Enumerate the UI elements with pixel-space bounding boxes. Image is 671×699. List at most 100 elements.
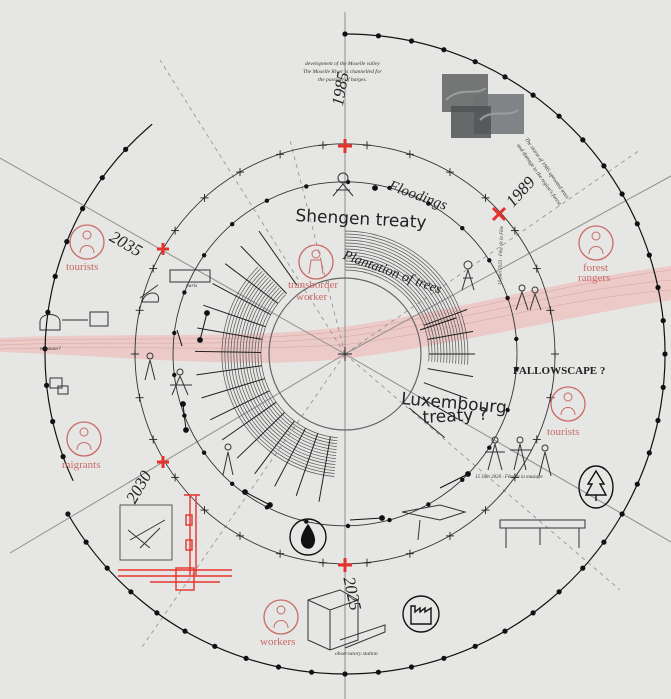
actor-tourists-right: tourists (547, 426, 579, 438)
ring-dot (202, 253, 206, 257)
actor-migrants: migrants (62, 459, 101, 471)
ring-dot (172, 331, 176, 335)
factory-icon (403, 596, 439, 632)
ring-dot (304, 184, 308, 188)
ring-dot (409, 38, 414, 43)
moselle-note-line2: The Moselle River is channelled for (303, 69, 382, 76)
festival-note: 15 Juin 2020 · Fête de la musique (475, 474, 543, 481)
hatch-arc (261, 295, 338, 438)
ring-dot (309, 670, 314, 675)
ring-dot (387, 518, 391, 522)
fallowscape-label: FALLOWSCAPE ? (513, 365, 605, 377)
ring-dot (514, 337, 518, 341)
ring-dot (202, 451, 206, 455)
ring-dot (230, 222, 234, 226)
storm-photos (442, 74, 524, 138)
ring-dot (276, 664, 281, 669)
ring-dot (655, 285, 660, 290)
ring-dot (441, 47, 446, 52)
pine-tree-icon (579, 466, 613, 508)
ring-dot (460, 478, 464, 482)
marker-2025 (338, 558, 352, 572)
tourists-right-icon (551, 387, 585, 421)
ring-dot (635, 221, 640, 226)
spoke (225, 264, 278, 304)
ring-dot (154, 610, 159, 615)
ring-dot (441, 656, 446, 661)
ring-dot (172, 373, 176, 377)
migrants-icon (67, 422, 101, 456)
actor-forest-line2: rangers (578, 272, 610, 284)
ring-dot (487, 258, 491, 262)
ring-dot (244, 656, 249, 661)
spoke (203, 305, 265, 327)
ring-dot (376, 670, 381, 675)
ring-dot (304, 519, 308, 523)
ring-dot (230, 482, 234, 486)
ring-dot (473, 59, 478, 64)
ring-dot (265, 199, 269, 203)
hatch-arc (252, 288, 337, 446)
ring-dot (557, 114, 562, 119)
ring-dot (342, 671, 347, 676)
ring-dot (635, 482, 640, 487)
ring-dot (647, 253, 652, 258)
ring-dot (426, 502, 430, 506)
ring-dot (346, 524, 350, 528)
actor-workers: workers (260, 636, 295, 648)
actor-transborder-line1: transborder (288, 279, 338, 291)
actor-transborder-line2: worker (296, 291, 327, 303)
moselle-note-line3: the passage of barges. (318, 77, 367, 84)
forest-rangers-icon (579, 226, 613, 260)
ring-dot (212, 644, 217, 649)
museum-note: museum? (40, 346, 61, 353)
marker-1985 (338, 139, 352, 153)
lock-infrastructure-drawing (118, 495, 232, 590)
ring-dot (487, 446, 491, 450)
water-drop-icon (290, 519, 326, 555)
ring-dot (620, 191, 625, 196)
ring-dot (601, 163, 606, 168)
central-spokes (195, 231, 475, 502)
spoke (213, 284, 271, 315)
left-outer-ring (45, 124, 152, 481)
ring-dot (531, 93, 536, 98)
workers-icon (264, 600, 298, 634)
ring-dot (620, 511, 625, 516)
ring-dot (502, 629, 507, 634)
moselle-note-line1: development of the Moselle valley (305, 61, 380, 68)
spoke (296, 433, 318, 495)
ring-dot (84, 540, 89, 545)
ring-dot (342, 31, 347, 36)
ring-dot (655, 418, 660, 423)
ring-dot (601, 540, 606, 545)
ring-dot (460, 226, 464, 230)
ring-dot (662, 351, 667, 356)
ring-dot (128, 589, 133, 594)
ring-dot (661, 318, 666, 323)
spoke (197, 366, 262, 375)
ring-dot (505, 296, 509, 300)
spoke (241, 246, 287, 294)
ring-dot (473, 644, 478, 649)
photo-frame (120, 505, 172, 560)
spoke (275, 428, 306, 486)
ring-dot (661, 385, 666, 390)
tourists-left-icon (70, 225, 104, 259)
ring-dot (65, 511, 70, 516)
ring-dot (376, 33, 381, 38)
ring-dot (557, 589, 562, 594)
ring-dot (409, 664, 414, 669)
observatory-note: observatory station (335, 651, 378, 658)
ring-dot (182, 290, 186, 294)
paris-note: paris (186, 283, 197, 290)
spoke (428, 369, 473, 377)
ring-dot (580, 566, 585, 571)
ring-dot (105, 566, 110, 571)
luxembourg-treaty-title-line2: treaty ? (422, 405, 488, 428)
ring-dot (531, 610, 536, 615)
spoke (319, 437, 330, 502)
actor-tourists-left: tourists (66, 261, 98, 273)
ring-dot (580, 137, 585, 142)
spoke (255, 421, 295, 474)
